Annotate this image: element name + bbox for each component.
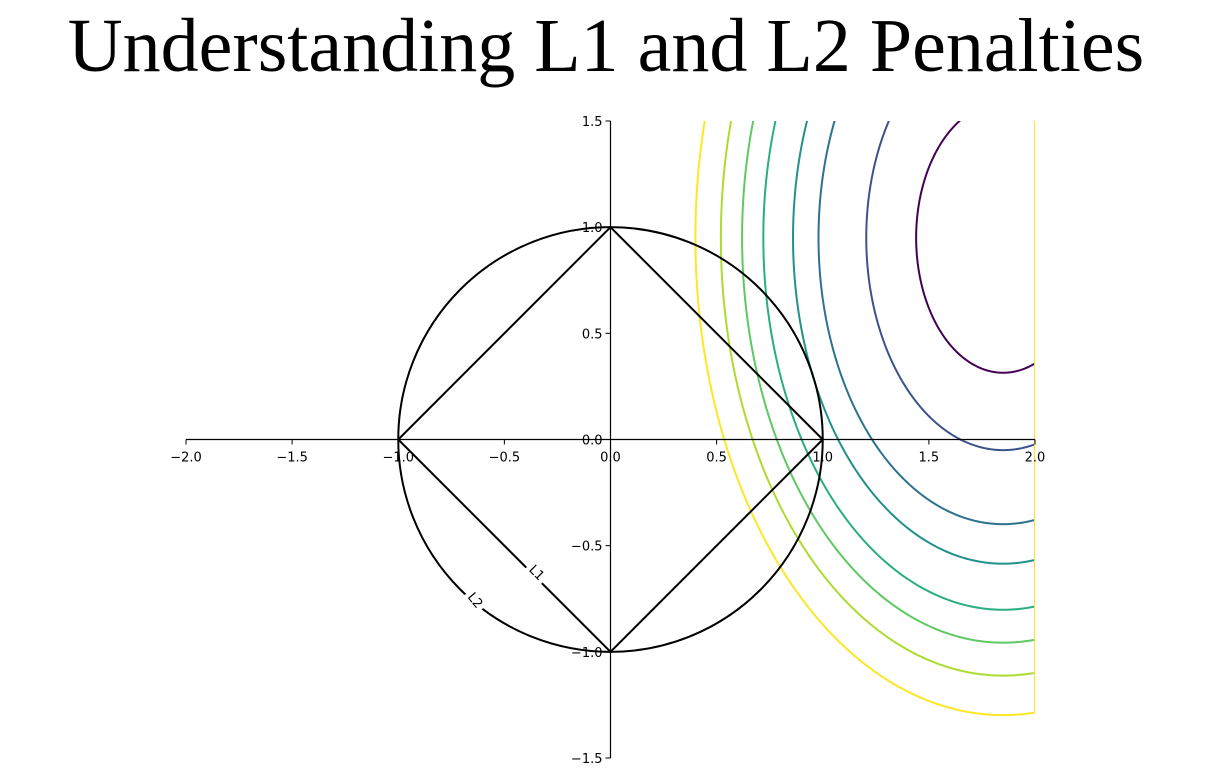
contour-level-3 bbox=[817, 121, 1035, 526]
chart-title: Understanding L1 and L2 Penalties bbox=[67, 4, 1145, 88]
y-tick-label: 0.5 bbox=[582, 327, 603, 342]
x-tick-label: 0.0 bbox=[600, 451, 621, 466]
contour-level-7 bbox=[719, 121, 1035, 677]
contour-level-4 bbox=[792, 121, 1035, 565]
y-tick-label: −0.5 bbox=[571, 540, 603, 555]
y-tick-label: 1.0 bbox=[582, 221, 603, 236]
l2-label-bg bbox=[460, 586, 489, 616]
tick-marks: −2.0 −1.5 −1.0 −0.5 0.0 0.5 1.0 1.5 2.0 −1.5 −1.0 −… bbox=[170, 115, 1045, 767]
y-tick-label: −1.0 bbox=[571, 646, 603, 661]
contour-level-2 bbox=[865, 121, 1035, 452]
y-tick-label: 1.5 bbox=[582, 115, 603, 130]
contour-level-6 bbox=[741, 121, 1035, 644]
x-tick-label: 1.0 bbox=[812, 451, 833, 466]
x-tick-label: 1.5 bbox=[919, 451, 940, 466]
x-tick-label: −1.5 bbox=[276, 451, 308, 466]
x-tick-label: −2.0 bbox=[170, 451, 202, 466]
contour-level-1 bbox=[915, 121, 1035, 374]
x-tick-label: −0.5 bbox=[489, 451, 521, 466]
loss-contours bbox=[694, 121, 1035, 717]
contour-level-8 bbox=[694, 121, 1035, 717]
x-tick-label: 2.0 bbox=[1025, 451, 1046, 466]
x-tick-label: −1.0 bbox=[382, 451, 414, 466]
l1-label-bg bbox=[522, 559, 551, 588]
x-tick-label: 0.5 bbox=[706, 451, 727, 466]
y-tick-label: −1.5 bbox=[571, 752, 603, 767]
y-tick-label: 0.0 bbox=[582, 434, 603, 449]
contour-level-5 bbox=[762, 121, 1035, 611]
